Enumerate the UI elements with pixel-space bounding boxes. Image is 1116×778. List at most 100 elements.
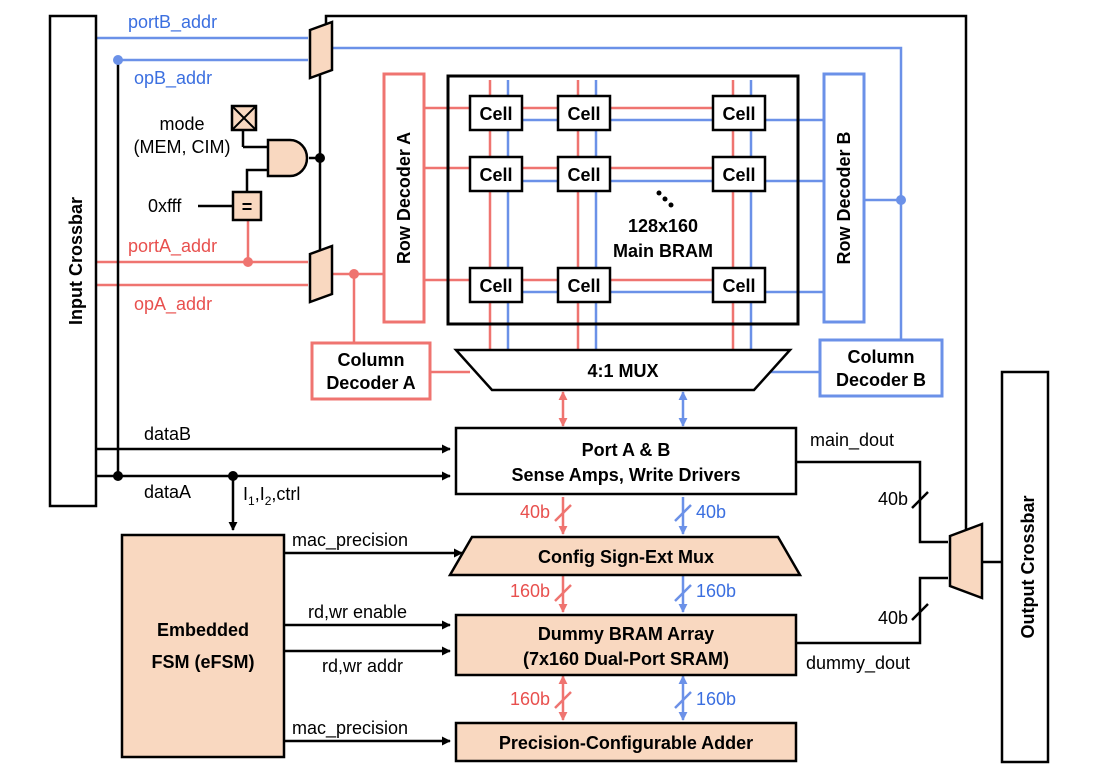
config-sign-ext-mux [447,535,803,577]
dummy-bram-array [454,613,798,677]
column-decoder-b-line1: Column [848,347,915,367]
embedded-fsm [120,533,286,759]
opA-addr-label: opA_addr [134,294,212,315]
column-decoder-b [818,338,944,398]
cell [711,266,767,304]
cell-label: Cell [722,165,755,185]
junction-portB-out [896,195,906,205]
main-dout-label: main_dout [810,430,894,451]
cell [556,266,612,304]
junctions [113,55,906,481]
efsm-line1: Embedded [157,620,249,640]
slash-main-40 [911,491,929,509]
main-bram [446,74,800,326]
opB-addr-label: opB_addr [134,68,212,89]
portB-addr-label: portB_addr [128,12,217,33]
slash-b-160-1 [674,584,692,602]
const-label: 0xfff [148,196,182,216]
row-decoder-b [822,72,866,324]
column-decoder-a-line1: Column [338,350,405,370]
portA-mux [308,244,334,304]
slash-b-40 [674,504,692,522]
mode-label-line1: mode [159,114,204,134]
cell-grid: Cell Cell Cell Cell Cell Cell Cell Cell … [468,94,767,304]
rd-wr-enable-label: rd,wr enable [308,602,407,622]
cell [556,155,612,193]
bram-name-label: Main BRAM [613,241,713,261]
ellipsis-dots [656,190,674,208]
slash-a-160-2 [554,691,572,709]
row-decoder-b-label: Row Decoder B [834,131,854,264]
bus-width-b-40: 40b [696,502,726,522]
slash-a-160-1 [554,584,572,602]
junction-dataA [113,471,123,481]
ctrl-rest: ,ctrl [271,484,300,504]
dataA-label: dataA [144,482,191,502]
column-decoder-b-line2: Decoder B [836,370,926,390]
dummy-bram-line2: (7x160 Dual-Port SRAM) [523,649,729,669]
sense-amps-line2: Sense Amps, Write Drivers [511,465,740,485]
four-to-one-mux-label: 4:1 MUX [587,361,658,381]
mac-precision-label-2: mac_precision [292,718,408,739]
ctrl-sub1: 1 [248,494,255,508]
mac-precision-label-1: mac_precision [292,530,408,551]
row-decoder-a-label: Row Decoder A [394,132,414,264]
ctrl-I2: ,I [255,484,265,504]
rd-wr-addr-label: rd,wr addr [322,656,403,676]
ctrl-sub2: 2 [265,494,272,508]
sense-amps-line1: Port A & B [582,440,671,460]
column-decoder-a-line2: Decoder A [326,373,415,393]
bus-width-main-40: 40b [878,489,908,509]
cell-label: Cell [479,165,512,185]
cell [711,94,767,132]
adder-label: Precision-Configurable Adder [499,733,753,753]
dataB-label: dataB [144,424,191,444]
cell-label: Cell [567,165,600,185]
ctrl-I1: I [243,484,248,504]
input-crossbar-label: Input Crossbar [66,197,86,325]
cell-label: Cell [479,104,512,124]
portB-mux [308,20,334,80]
junction-opB [113,55,123,65]
output-crossbar [1000,370,1050,764]
comparator-symbol: = [242,197,253,217]
portA-addr-label: portA_addr [128,236,217,257]
cell-label: Cell [479,276,512,296]
and-gate [266,138,309,178]
cell [468,266,524,304]
bus-width-b-160-2: 160b [696,689,736,709]
junction-portA [243,257,253,267]
bus-width-a-160-2: 160b [510,689,550,709]
column-decoder-a [310,341,432,401]
ellipsis-dot [668,202,674,208]
ellipsis-dot [662,196,668,202]
bus-width-a-40: 40b [520,502,550,522]
dummy-bram-line1: Dummy BRAM Array [538,624,714,644]
slash-b-160-2 [674,691,692,709]
cell-label: Cell [722,104,755,124]
slash-dummy-40 [911,603,929,621]
bus-width-dummy-40: 40b [878,608,908,628]
cell [468,155,524,193]
sense-amps-block [454,426,798,496]
output-crossbar-label: Output Crossbar [1018,495,1038,638]
input-crossbar [48,14,98,508]
cell-label: Cell [722,276,755,296]
mode-label-line2: (MEM, CIM) [134,137,231,157]
mode-register-cross-2 [231,105,257,131]
four-to-one-mux [453,348,793,392]
dummy-dout-label: dummy_dout [806,653,910,674]
junction-and-out [315,153,325,163]
slash-a-40 [554,504,572,522]
main-dout-wire [796,460,948,544]
cell [711,155,767,193]
junction-portA-mux-out [349,269,359,279]
row-decoder-a [382,72,426,324]
precision-configurable-adder [454,721,798,763]
output-mux [948,522,984,600]
cell [468,94,524,132]
dummy-dout-wire [796,576,948,645]
portB-mux-out-wire [332,46,903,340]
efsm-line2: FSM (eFSM) [152,652,255,672]
